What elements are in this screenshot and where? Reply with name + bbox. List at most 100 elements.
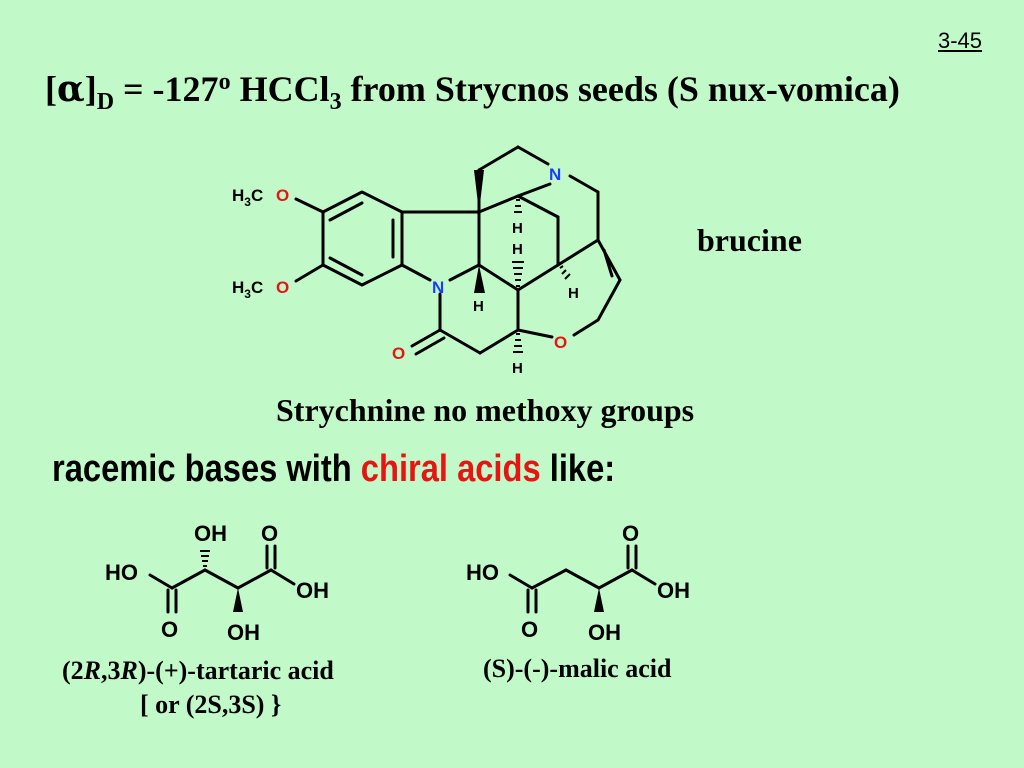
tartaric-r1: R [83,656,102,685]
atom-h-left: H [473,298,484,315]
bond-n-ch [448,263,481,282]
t-atom-o-bottom: O [161,617,178,642]
title-degree: o [218,69,231,95]
brucine-label: brucine [697,222,802,258]
brucine-atom-labels: N N O O H3C O H3C O H H H H H [232,165,579,377]
title-alpha: α [57,68,85,110]
malic-acid-structure [508,544,657,614]
m-wedge-oh-bottom [594,588,604,612]
bond-center-ch [516,263,560,292]
title-solvent-subscript: 3 [329,89,342,115]
malic-label: (S)-(-)-malic acid [483,654,672,683]
m-bond-c2-c3 [564,568,601,590]
bond-bridge-ch2 [516,194,560,219]
bond-ch2-n [516,145,550,166]
brucine-structure [294,145,622,356]
bond-aryl-n [400,263,432,282]
bond-ch2-o [572,318,600,337]
bond-carbonyl-ch2 [438,328,482,355]
t-atom-oh-right: OH [296,578,329,603]
m-bond-ho-c1 [508,573,534,590]
t-atom-ho: HO [105,560,138,585]
t-wedge-oh-bottom [233,588,243,612]
strychnine-note: Strychnine no methoxy groups [276,392,695,428]
tartaric-stereo [200,550,243,612]
atom-o-methoxy-bottom: O [276,278,289,297]
tartaric-prefix: (2 [62,656,84,685]
bond-co-1 [410,328,442,348]
title-bracket-open: [ [45,69,57,109]
bond-ch2-ch2 [477,145,520,172]
tartaric-r2: R [120,656,138,685]
bond-ch-alkene [556,238,600,267]
title-bracket-close: ] [84,69,97,109]
brucine-stereo-bonds [474,170,571,353]
racemic-heading: racemic bases with chiral acids like: [52,448,615,491]
bond-alkene-double [602,248,614,278]
t-bond-c4-oh [269,568,296,586]
atom-h-bottom: H [512,360,523,377]
bond-alkene-ch2 [596,278,622,322]
title-subscript-d: D [96,89,115,115]
bond-o-ch [516,328,554,339]
title-solvent: HCCl [230,69,330,109]
racemic-highlight: chiral acids [360,448,541,490]
slide-title: [α]D = -127o HCCl3 from Strycnos seeds (… [45,68,900,116]
t-bond-c3-c4 [236,568,273,590]
svg-text:H3C: H3C [232,278,263,301]
bond-alkene [596,238,622,282]
atom-n-amide: N [432,278,444,297]
t-bond-c1-c2 [170,568,207,590]
bond-bridge-quat [477,194,520,214]
m-atom-o-top: O [622,521,639,546]
racemic-text-2: like: [540,448,616,490]
tartaric-label: (2R,3R)-(+)-tartaric acid [62,656,334,686]
t-bond-ho-c1 [148,573,174,590]
svg-text:H3C: H3C [232,186,263,209]
malic-atom-labels: O HO OH O OH [466,521,690,645]
hash-h-bottom [513,333,523,353]
m-bond-c1-c2 [530,568,568,590]
bond-ch-ch-center [477,263,520,292]
atom-o-ether: O [554,333,567,352]
hash-h-right [559,265,571,280]
bond-co-2 [414,336,446,356]
t-atom-oh-top: OH [194,521,227,546]
m-atom-oh-right: OH [657,578,690,603]
methoxy-bond-top [294,197,325,214]
m-bond-c4-oh [630,568,657,586]
atom-o-carbonyl: O [392,344,405,363]
tartaric-alt-label: [ or (2S,3S) } [140,690,282,719]
title-rotation-value: = -127 [114,69,219,109]
benzene-double-1 [328,201,364,222]
m-atom-o-bottom: O [521,617,538,642]
wedge-quat-ch2 [474,170,484,212]
m-bond-c3-c4 [597,568,634,590]
benzene-ring [321,190,404,287]
t-hash-oh-top [200,550,210,567]
atom-h-top: H [512,220,523,237]
racemic-text-1: racemic bases with [52,448,361,490]
title-source: from Strycnos seeds (S nux-vomica) [341,69,900,109]
bond-n-ch2-right [568,174,600,194]
tartaric-suffix: )-(+)-tartaric acid [137,656,334,685]
benzene-double-3 [328,256,364,277]
m-atom-ho: HO [466,560,499,585]
hash-h-top [514,199,522,213]
atom-n-amine: N [549,165,561,184]
t-bond-c2-c3 [203,568,240,590]
tartaric-acid-structure [148,544,296,614]
tartaric-mid: ,3 [101,656,121,685]
bond-ch2-choc [478,328,520,355]
methoxy-bond-bottom [294,263,325,283]
t-atom-oh-bottom: OH [227,620,260,645]
atom-o-methoxy-top: O [276,186,289,205]
slide-number: 3-45 [938,28,983,53]
atom-h-right: H [568,285,579,302]
tartaric-atom-labels: OH O HO OH O OH [105,521,329,645]
wedge-h-left [474,265,485,293]
t-atom-o-top: O [261,521,278,546]
bond-n-ch-bridge [516,182,552,198]
methoxy-label-bottom: H3C O [232,278,289,301]
